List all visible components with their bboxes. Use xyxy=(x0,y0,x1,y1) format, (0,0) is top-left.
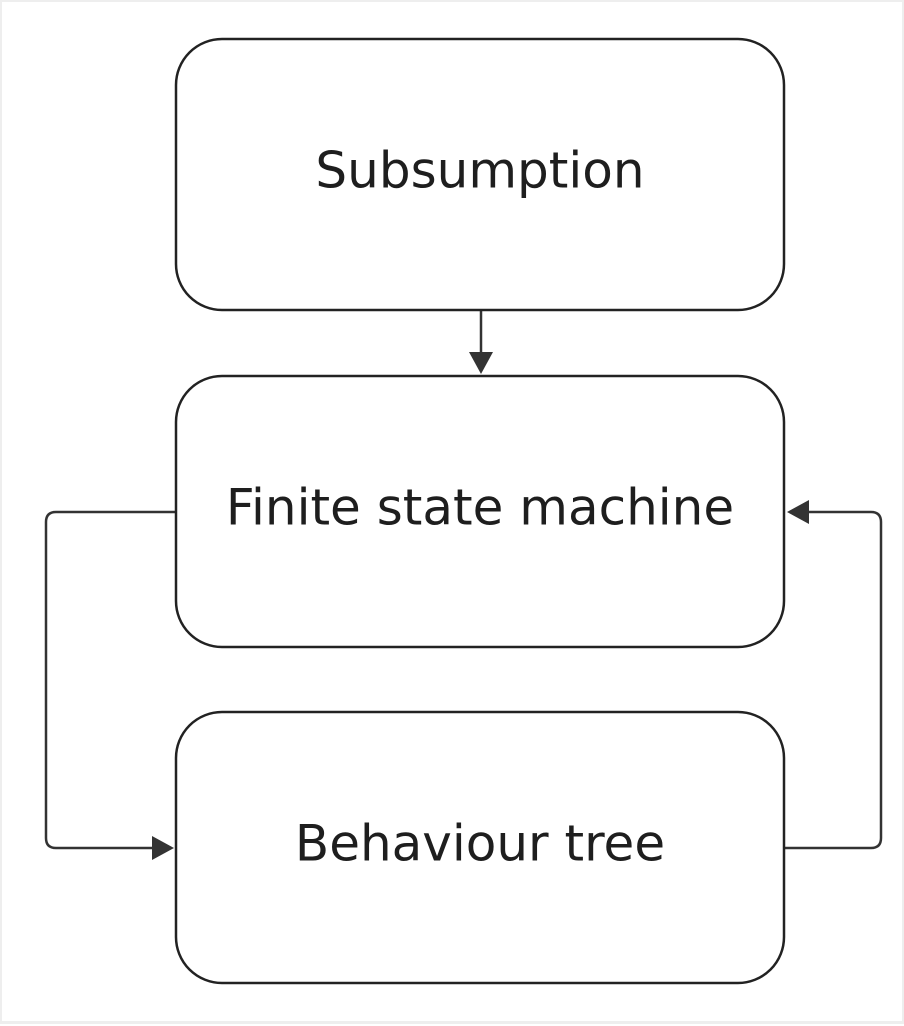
node-behaviour-tree[interactable]: Behaviour tree xyxy=(174,710,786,985)
edge-subsumption-to-fsm xyxy=(469,311,493,374)
node-finite-state-machine-label: Finite state machine xyxy=(226,479,734,537)
edge-fsm-to-bt xyxy=(44,510,176,860)
arrowhead-right-icon xyxy=(152,836,174,860)
node-behaviour-tree-label: Behaviour tree xyxy=(295,815,665,873)
arrowhead-left-icon xyxy=(787,500,809,524)
node-subsumption-label: Subsumption xyxy=(315,142,644,200)
edge-bt-to-fsm xyxy=(785,500,883,850)
node-finite-state-machine[interactable]: Finite state machine xyxy=(174,374,786,649)
node-subsumption[interactable]: Subsumption xyxy=(174,37,786,312)
arrowhead-down-icon xyxy=(469,352,493,374)
